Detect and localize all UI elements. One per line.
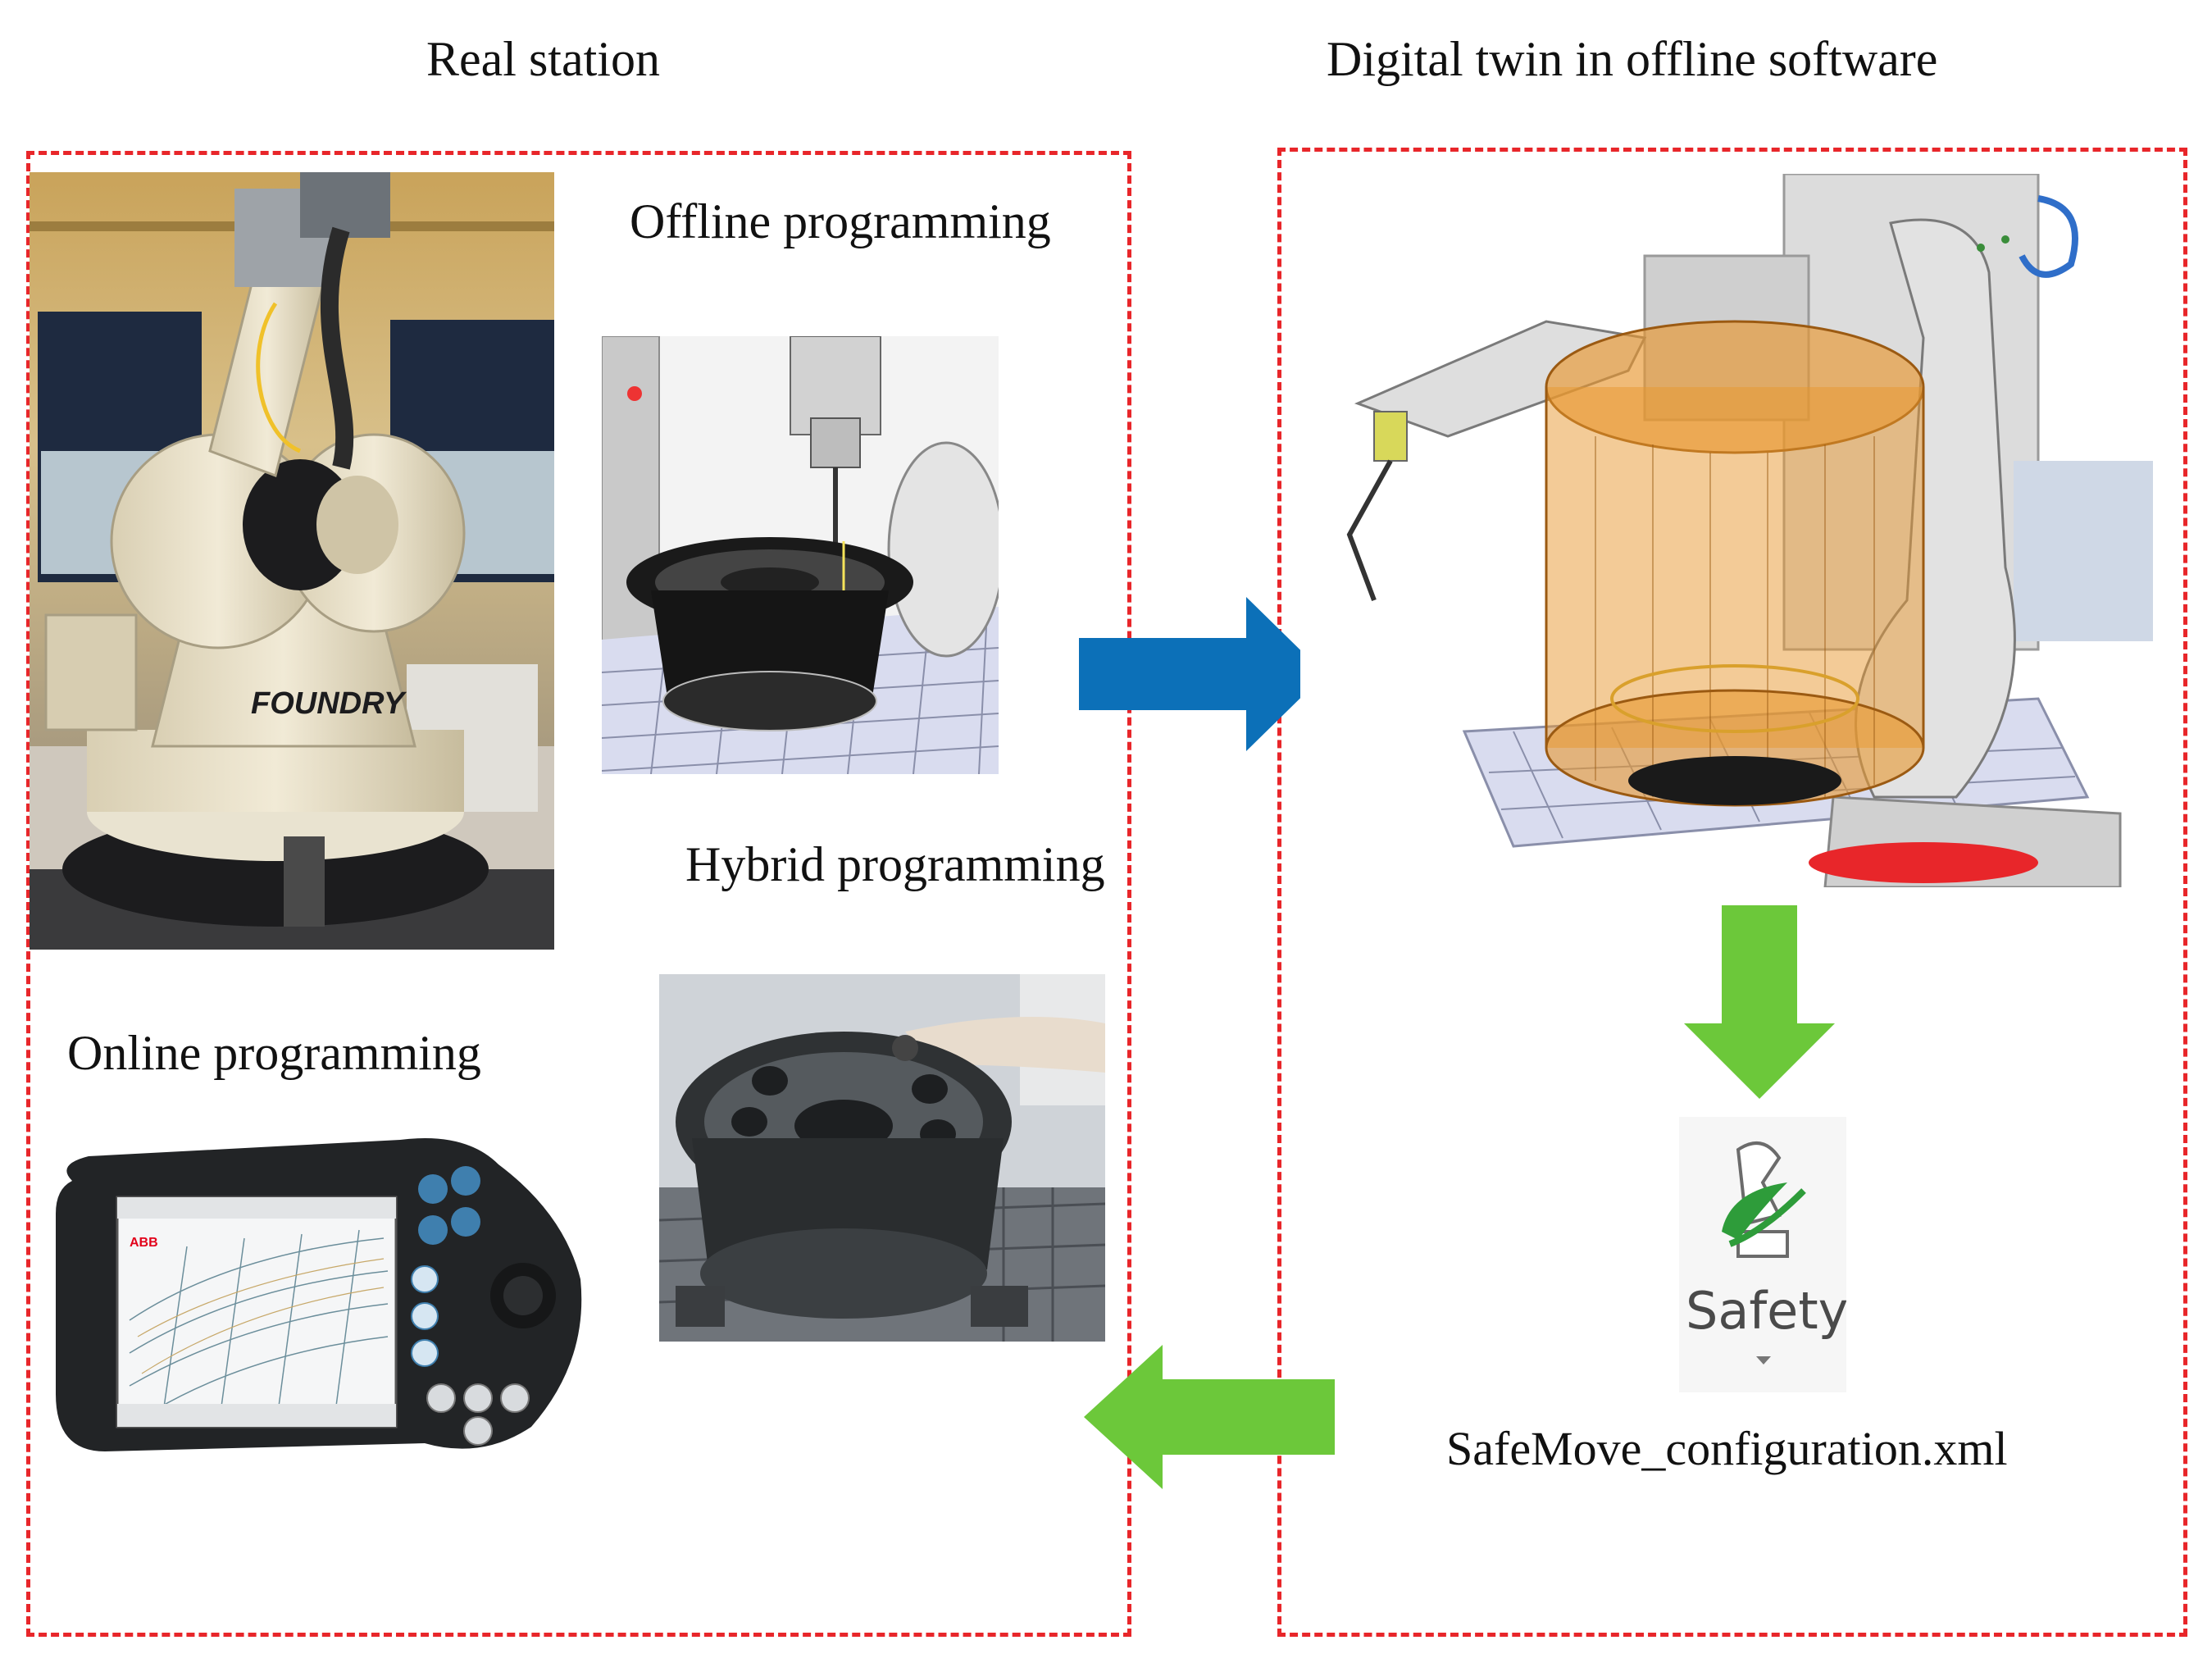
safety-ribbon-button[interactable]: Safety (1679, 1117, 1846, 1392)
digital-twin-render (1300, 174, 2153, 887)
abb-logo-text: ABB (130, 1236, 158, 1250)
hybrid-programming-photo (659, 974, 1105, 1342)
offline-programming-render (602, 336, 999, 774)
foundry-logo-text: FOUNDRY (251, 686, 407, 721)
import-configuration-arrow (1084, 1345, 1335, 1489)
safety-robot-icon (1722, 1141, 1806, 1258)
chevron-down-icon (1756, 1356, 1771, 1365)
offline-programming-label: Offline programming (630, 194, 1051, 248)
online-programming-label: Online programming (67, 1026, 481, 1080)
digital-twin-frame (1277, 148, 2187, 1637)
transfer-to-digital-twin-arrow (1079, 597, 1325, 751)
export-configuration-arrow (1684, 905, 1835, 1099)
real-robot-photo: FOUNDRY (30, 172, 554, 950)
real-station-frame (26, 151, 1131, 1637)
real-station-title: Real station (426, 32, 660, 86)
teach-pendant-photo: ABB (39, 1115, 597, 1468)
config-file-label: SafeMove_configuration.xml (1446, 1422, 2008, 1475)
hybrid-programming-label: Hybrid programming (685, 837, 1105, 891)
safety-button-label: Safety (1686, 1281, 1846, 1341)
digital-twin-title: Digital twin in offline software (1327, 32, 1938, 86)
